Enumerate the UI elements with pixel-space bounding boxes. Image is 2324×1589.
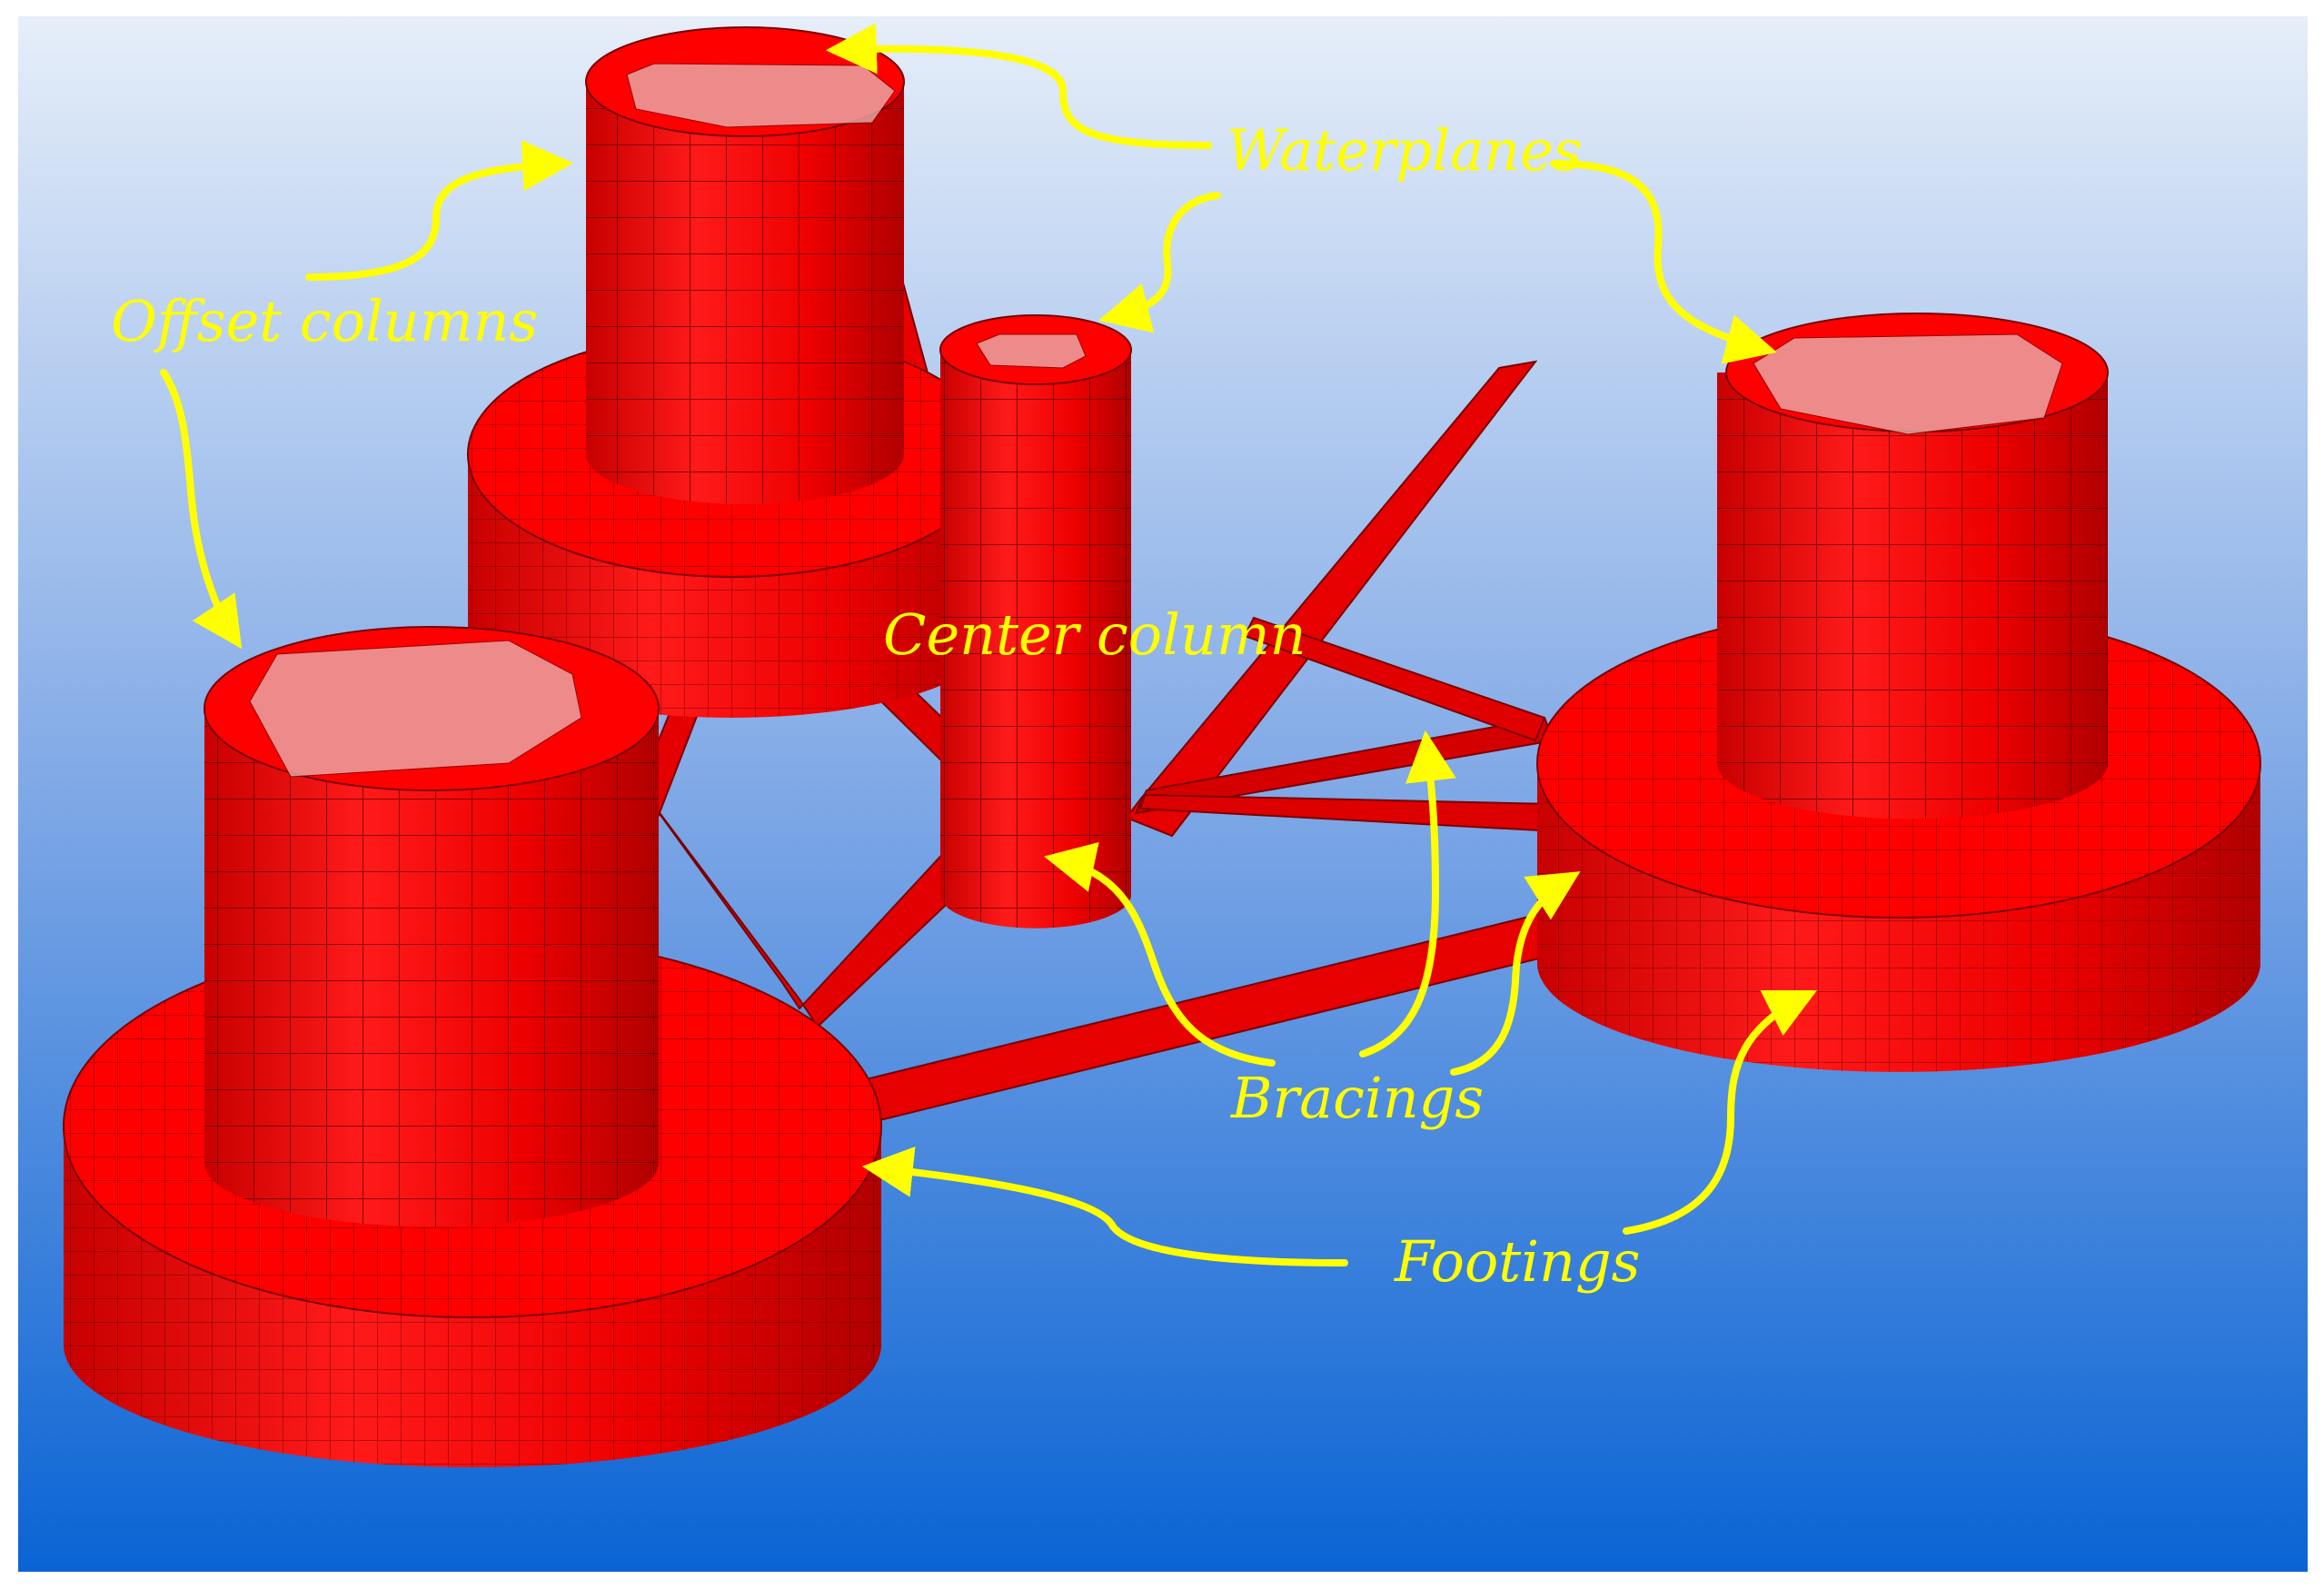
arrow-offset-to-front-left: [160, 369, 243, 650]
waterplane: [626, 63, 896, 128]
offset-column-right: [1536, 313, 2261, 1072]
label-offset-columns: Offset columns: [111, 288, 538, 354]
offset-column-front-left: [63, 626, 882, 1467]
arrow-bracings-to-right: [1450, 871, 1581, 1076]
bracing: [1125, 360, 1538, 838]
arrow-waterplanes-to-right: [1550, 160, 1777, 364]
waterplane: [249, 640, 582, 778]
annotation-arrows: [160, 23, 1818, 1266]
label-footings: Footings: [1394, 1228, 1640, 1295]
label-waterplanes: Waterplanes: [1227, 117, 1582, 184]
arrow-offset-to-back-left: [305, 140, 574, 281]
arrow-bracings-to-center: [1044, 842, 1276, 1067]
arrow-waterplanes-to-left: [825, 23, 1212, 149]
waterplane: [1753, 333, 2063, 435]
arrow-bracings-to-middle: [1359, 730, 1456, 1058]
offset-column-back-left: [467, 26, 996, 718]
arrow-footings-to-right: [1623, 989, 1818, 1235]
waterplane: [976, 333, 1087, 369]
arrow-footings-to-left: [861, 1146, 1348, 1266]
label-bracings: Bracings: [1230, 1065, 1484, 1131]
bracing: [1243, 616, 1546, 742]
arrow-waterplanes-to-center: [1098, 192, 1221, 333]
center-column: [939, 314, 1132, 929]
label-center-column: Center column: [883, 601, 1306, 668]
